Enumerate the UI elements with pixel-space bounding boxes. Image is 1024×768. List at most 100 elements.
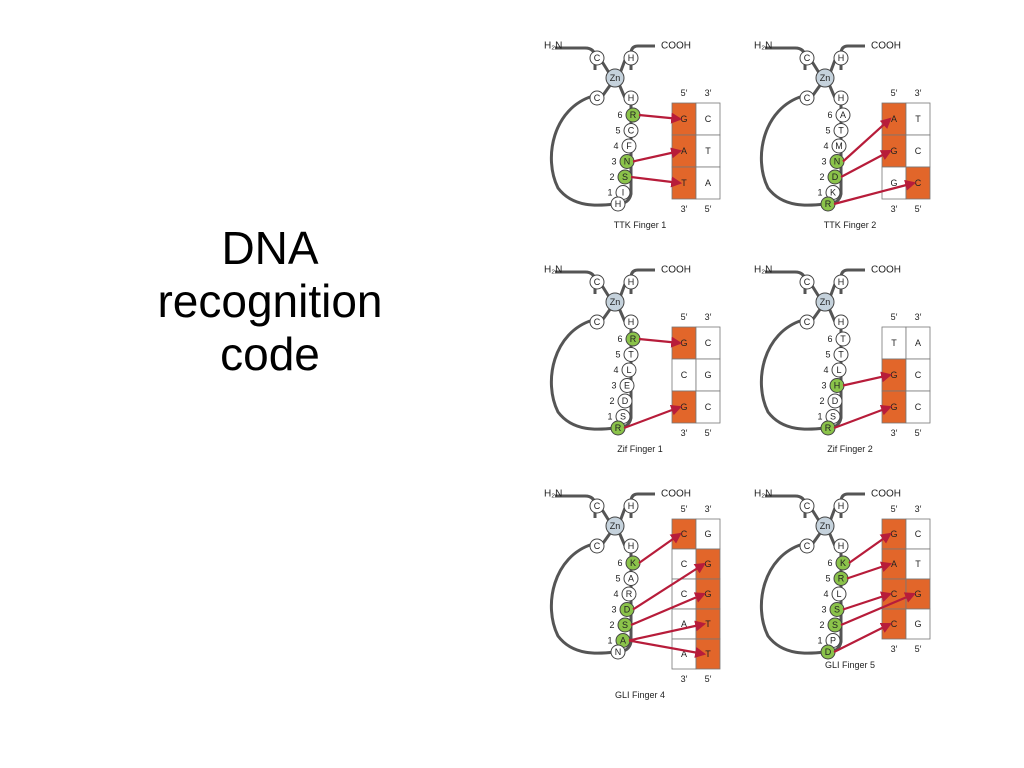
residue-label: I (622, 188, 625, 198)
residue-label: L (836, 589, 841, 599)
base-left: G (890, 146, 897, 156)
residue-3 (619, 378, 635, 393)
finger-caption: Zif Finger 1 (617, 444, 663, 454)
base-left: G (890, 370, 897, 380)
histidine-circle (623, 90, 639, 106)
residue-label: T (628, 350, 634, 360)
bottom-residue-label: D (825, 647, 832, 657)
base-left: C (681, 370, 688, 380)
contact-arrow (833, 404, 893, 430)
base-right: A (915, 338, 921, 348)
position-number: 3 (821, 157, 826, 167)
histidine-label: H (838, 277, 845, 287)
beta-hairpin (550, 318, 616, 431)
residue-label: D (832, 396, 839, 406)
cysteine-circle (799, 50, 815, 66)
n-terminus-label: H₂N (754, 41, 772, 52)
base-cell-right (905, 358, 931, 392)
residue-5 (833, 123, 849, 138)
residue-label: K (830, 188, 836, 198)
three-prime-label: 3′ (705, 88, 712, 98)
residue-4 (831, 586, 847, 602)
finger-caption: Zif Finger 2 (827, 444, 873, 454)
three-prime-label: 3′ (915, 88, 922, 98)
zinc-coordination-lines (599, 283, 627, 323)
base-cell-right (905, 102, 931, 136)
position-number: 6 (827, 558, 832, 568)
title-line-3: code (220, 328, 320, 380)
position-number: 2 (819, 396, 824, 406)
residue-label: S (622, 172, 628, 182)
histidine-label: H (628, 317, 635, 327)
position-number: 3 (611, 157, 616, 167)
base-left: A (891, 559, 897, 569)
position-number: 5 (825, 126, 830, 136)
base-right: C (915, 529, 922, 539)
five-prime-label: 5′ (915, 428, 922, 438)
base-left: T (891, 338, 897, 348)
c-terminus-label: COOH (871, 41, 901, 52)
residue-label: A (840, 110, 846, 120)
residue-label: L (626, 365, 631, 375)
residue-label: H (834, 381, 841, 391)
residue-label: S (832, 620, 838, 630)
histidine-label: H (838, 541, 845, 551)
position-number: 4 (823, 589, 828, 599)
base-left: C (681, 589, 688, 599)
histidine-circle (833, 90, 849, 106)
base-cell-right (905, 548, 931, 580)
zinc-ion (605, 516, 625, 536)
cysteine-label: C (594, 277, 601, 287)
base-cell-right (905, 390, 931, 424)
contact-arrow (630, 175, 683, 188)
three-prime-label: 3′ (681, 204, 688, 214)
beta-hairpin (760, 318, 826, 431)
cysteine-label: C (594, 541, 601, 551)
base-right: C (705, 402, 712, 412)
histidine-circle (623, 498, 639, 514)
bottom-residue-label: H (615, 199, 622, 209)
n-terminus-label: H₂N (544, 489, 562, 500)
residue-2 (617, 393, 633, 409)
histidine-label: H (838, 317, 845, 327)
residue-4 (621, 586, 637, 602)
residue-4 (621, 138, 637, 154)
cysteine-circle (799, 314, 815, 330)
contact-arrow (638, 532, 682, 564)
bottom-residue-label: R (825, 199, 832, 209)
histidine-circle (833, 274, 849, 290)
base-right: C (705, 338, 712, 348)
contact-arrow (842, 371, 893, 387)
position-number: 1 (607, 636, 612, 646)
histidine-label: H (628, 501, 635, 511)
cysteine-circle (589, 314, 605, 330)
position-number: 2 (819, 172, 824, 182)
histidine-circle (833, 50, 849, 66)
contact-arrow (842, 591, 893, 611)
contact-arrow (638, 112, 683, 124)
base-left: G (680, 338, 687, 348)
cysteine-circle (589, 498, 605, 514)
base-left: G (890, 178, 897, 188)
cysteine-label: C (804, 541, 811, 551)
title-line-2: recognition (157, 275, 383, 327)
residue-4 (831, 362, 847, 378)
residue-label: S (834, 605, 840, 615)
cysteine-label: C (804, 53, 811, 63)
c-terminus-label: COOH (661, 41, 691, 52)
base-cell-left (671, 548, 697, 580)
beta-hairpin (760, 94, 826, 207)
residue-2 (827, 393, 843, 409)
position-number: 1 (817, 412, 822, 422)
bottom-residue-label: N (615, 647, 622, 657)
base-left: A (681, 619, 687, 629)
histidine-label: H (628, 541, 635, 551)
position-number: 5 (615, 574, 620, 584)
c-terminus-label: COOH (871, 489, 901, 500)
five-prime-label: 5′ (915, 644, 922, 654)
position-number: 2 (609, 620, 614, 630)
residue-label: R (630, 110, 637, 120)
